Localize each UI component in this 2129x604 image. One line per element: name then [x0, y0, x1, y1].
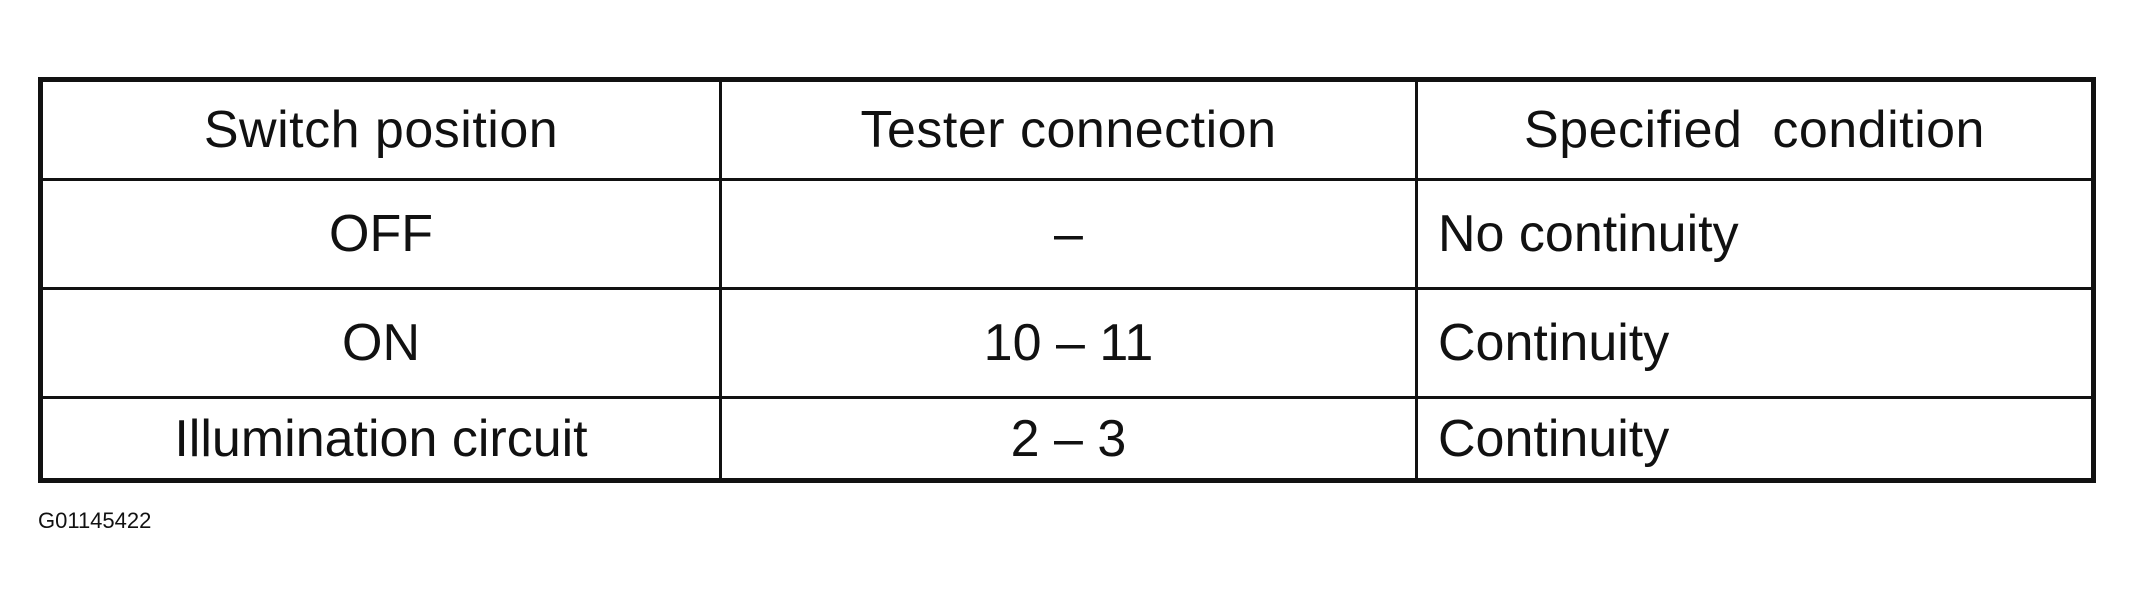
switch-inspection-table: Switch position Tester connection Specif… — [38, 77, 2096, 483]
figure-id-caption: G01145422 — [38, 508, 152, 533]
row-illumination-switch-position: Illumination circuit — [43, 399, 722, 478]
row-on-specified-condition: Continuity — [1418, 290, 2091, 399]
row-on-tester-connection: 10 – 11 — [722, 290, 1418, 399]
row-off-tester-connection: – — [722, 181, 1418, 290]
row-illumination-tester-connection: 2 – 3 — [722, 399, 1418, 478]
row-on-switch-position: ON — [43, 290, 722, 399]
header-switch-position: Switch position — [43, 82, 722, 181]
header-specified-condition: Specified condition — [1418, 82, 2091, 181]
row-off-switch-position: OFF — [43, 181, 722, 290]
row-illumination-specified-condition: Continuity — [1438, 409, 1670, 468]
header-tester-connection: Tester connection — [722, 82, 1418, 181]
row-off-specified-condition: No continuity — [1418, 181, 2091, 290]
